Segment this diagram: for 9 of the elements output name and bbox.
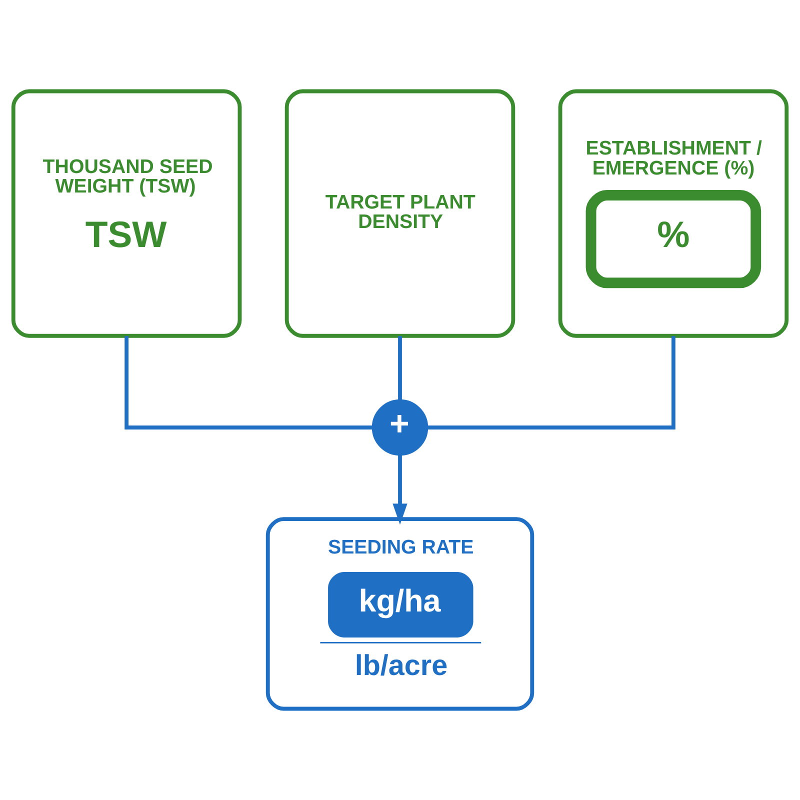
connector — [426, 336, 676, 430]
node-box: TARGET PLANT DENSITY — [284, 89, 516, 338]
connector — [398, 336, 402, 402]
node-box: ESTABLISHMENT / EMERGENCE (%) % — [558, 89, 789, 338]
node-box: SEEDING RATE kg/ha lb/acre — [266, 517, 534, 711]
arrow — [392, 454, 408, 525]
node-box: THOUSAND SEED WEIGHT (TSW) TSW — [11, 89, 242, 338]
connector — [124, 336, 374, 430]
node-circle: + — [372, 399, 428, 456]
